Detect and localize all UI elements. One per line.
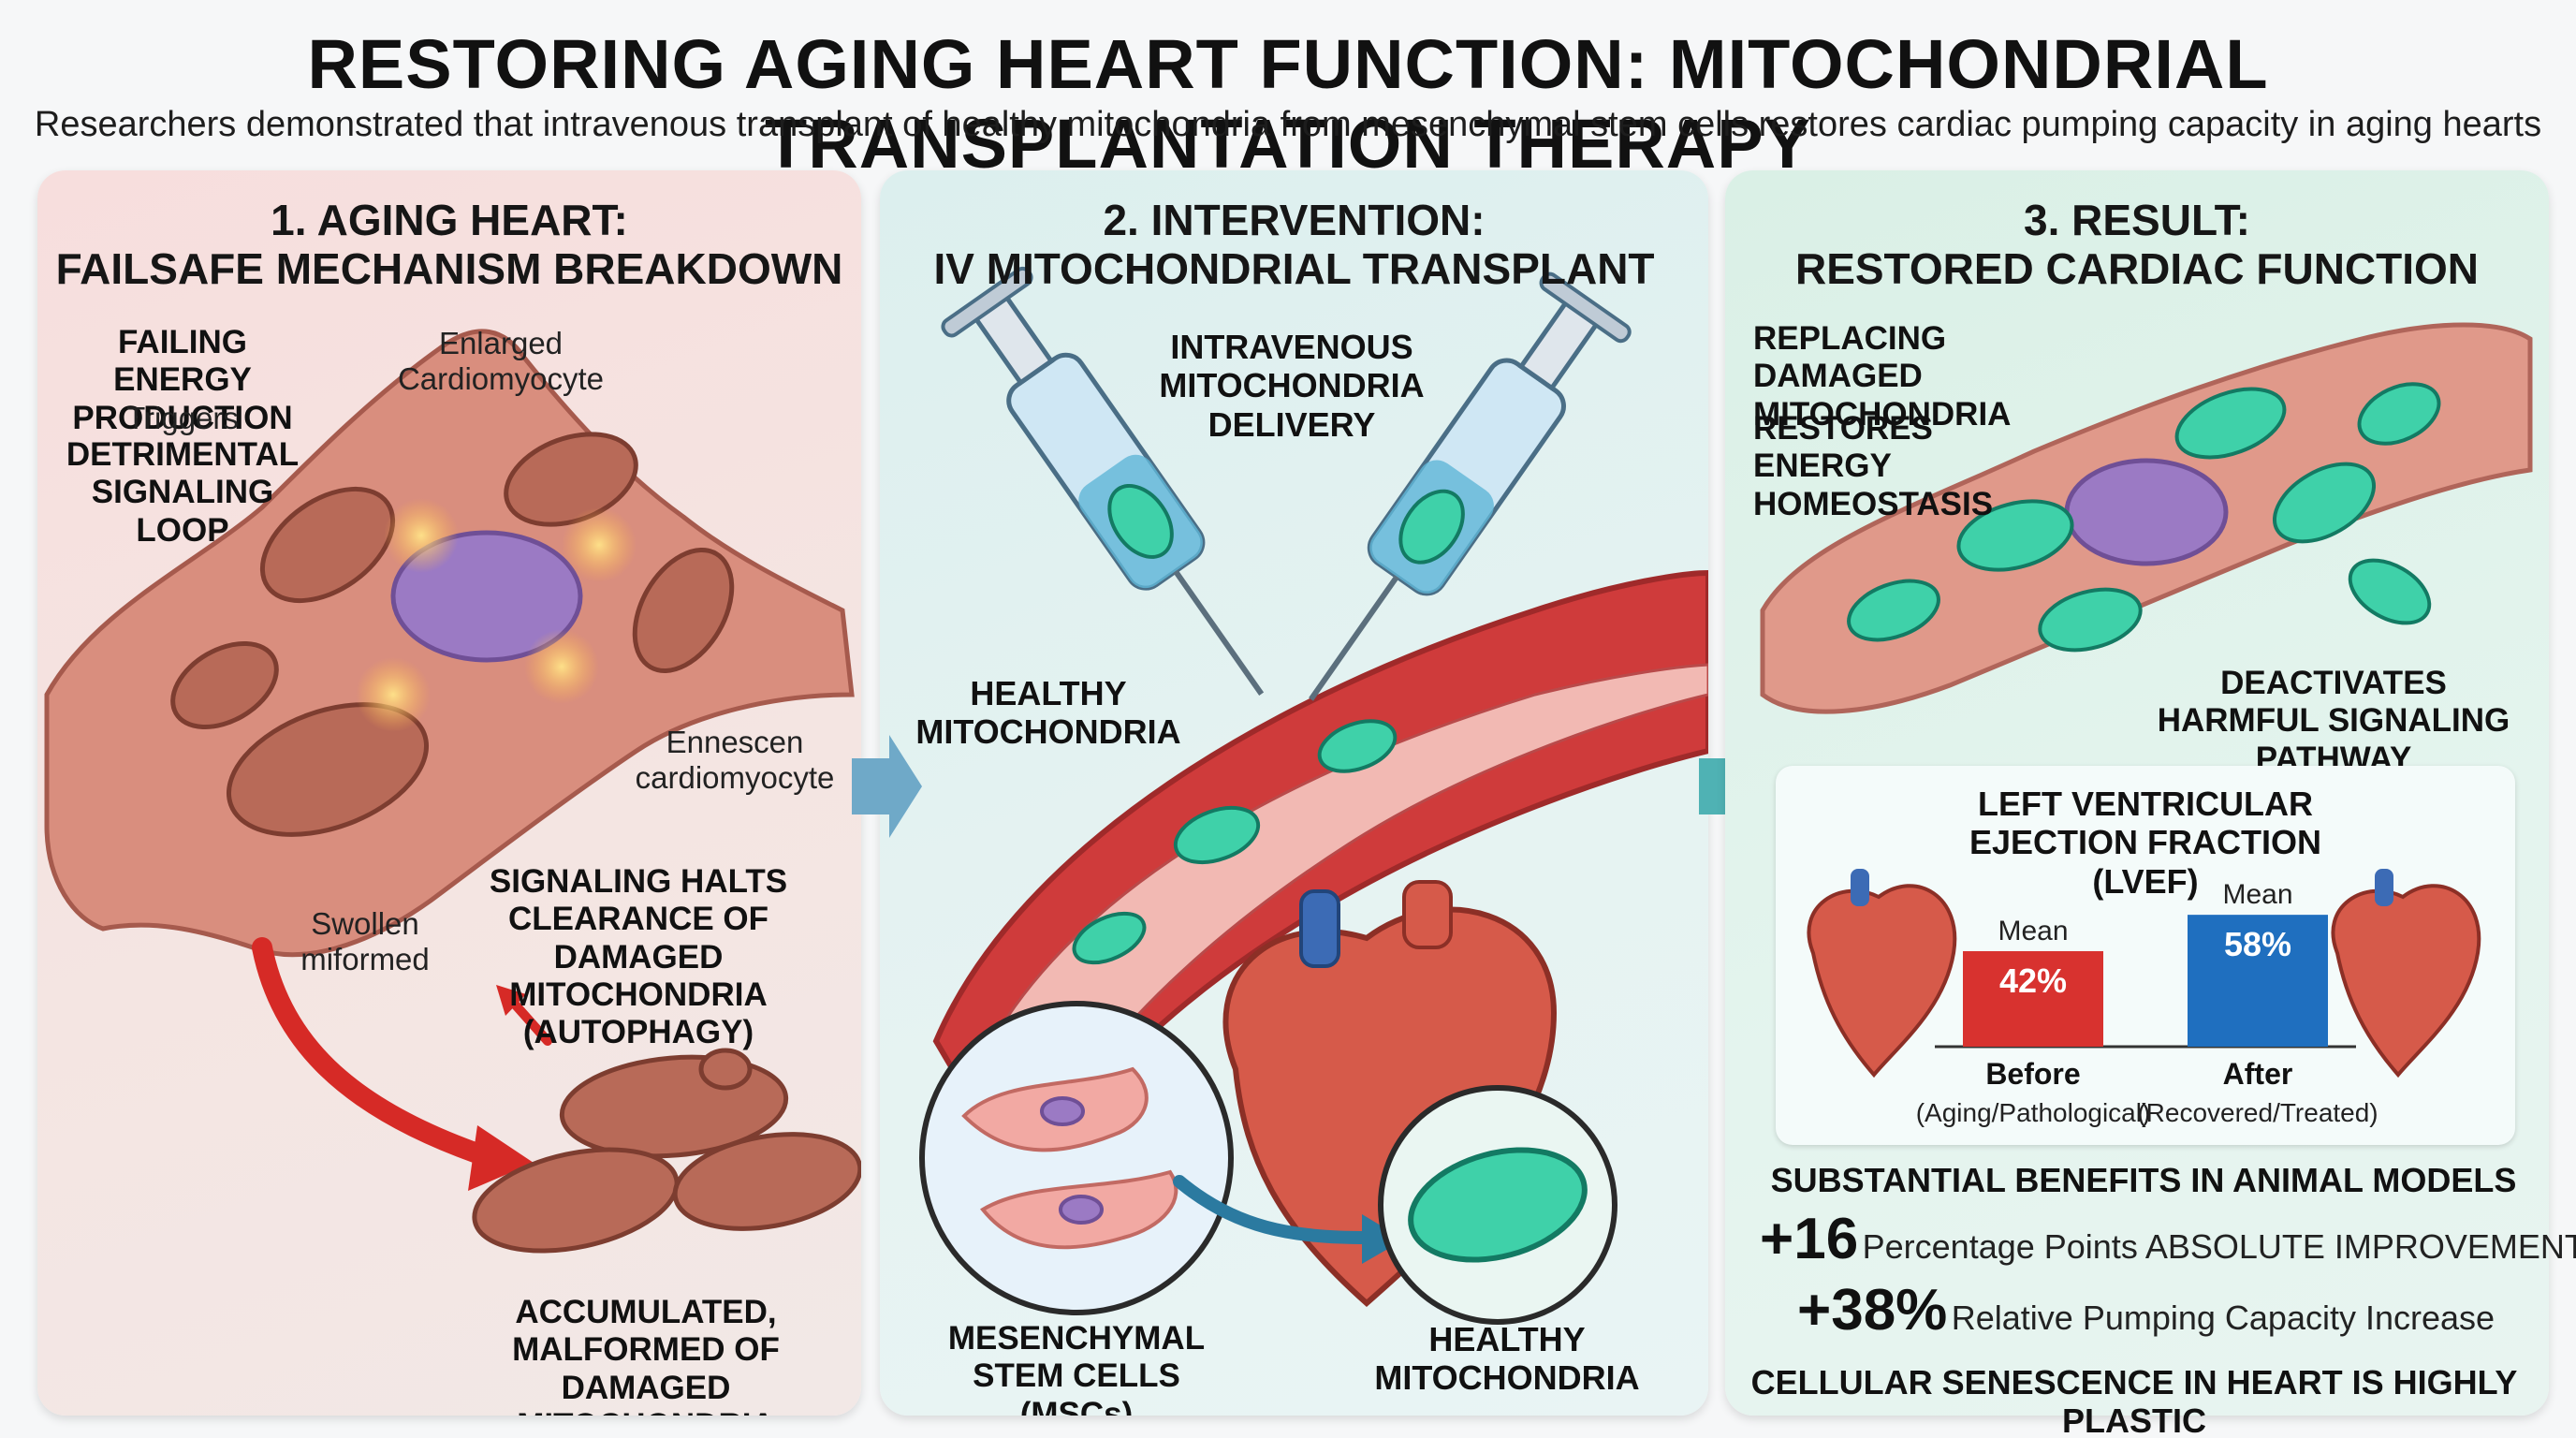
- restores-energy-label: RESTORES ENERGY HOMEOSTASIS: [1753, 410, 1994, 522]
- lvef-bar-header-1: Mean: [2222, 879, 2292, 910]
- intervention-illustration: [919, 266, 1708, 1325]
- panel-intervention: 2. INTERVENTION: IV MITOCHONDRIAL TRANSP…: [880, 170, 1708, 1416]
- senescence-label: CELLULAR SENESCENCE IN HEART IS HIGHLY P…: [1750, 1363, 2518, 1438]
- lvef-value-label-0: 42%: [1999, 961, 2067, 1000]
- restored-cell-illustration: [1760, 322, 2533, 714]
- panel1-title: 1. AGING HEART: FAILSAFE MECHANISM BREAK…: [55, 196, 843, 293]
- lvef-bar-after: [2188, 915, 2328, 1047]
- lvef-chart-title: LEFT VENTRICULAR EJECTION FRACTION (LVEF…: [1969, 785, 2321, 901]
- syringe-left: [941, 266, 1265, 696]
- page-subtitle: Researchers demonstrated that intravenou…: [34, 105, 2542, 144]
- accumulated-mitochondria: [472, 1048, 861, 1254]
- healthy-mitochondria-in-vessel: [1072, 719, 1398, 965]
- healthy-mitochondria-label-1: HEALTHY MITOCHONDRIA: [915, 674, 1181, 752]
- restored-cell-nucleus: [2064, 458, 2229, 566]
- mesenchymal-stem-cells: [961, 1066, 1178, 1250]
- stat2-number: +38%: [1797, 1278, 1948, 1343]
- detrimental-loop-label: DETRIMENTAL SIGNALING LOOP: [66, 436, 300, 549]
- enlarged-cardiomyocyte-label: Enlarged Cardiomyocyte: [397, 326, 605, 396]
- accumulated-label: ACCUMULATED, MALFORMED OF DAMAGED MITOCH…: [512, 1294, 780, 1416]
- signaling-halts-label: SIGNALING HALTS CLEARANCE OF DAMAGED MIT…: [489, 863, 788, 1050]
- swollen-label: Swollen miformed: [300, 906, 430, 976]
- lvef-category-sublabel-0: (Aging/Pathological): [1916, 1098, 2151, 1127]
- lvef-bar-before: [1963, 951, 2103, 1047]
- stat1-text: Percentage Points ABSOLUTE IMPROVEMENT: [1862, 1227, 2576, 1266]
- mscs-label: MESENCHYMAL STEM CELLS (MSCs): [947, 1320, 1206, 1416]
- stat-relative-increase: +38% Relative Pumping Capacity Increase: [1797, 1277, 2495, 1343]
- syringe-right: [1309, 271, 1632, 701]
- replacing-damaged-label: REPLACING DAMAGED MITOCHONDRIA: [1753, 320, 2012, 433]
- page-title: RESTORING AGING HEART FUNCTION: MITOCHON…: [307, 25, 2269, 183]
- triggers-label: Triggers: [126, 401, 239, 435]
- damaged-mitochondria-in-cell: [170, 432, 735, 837]
- healthy-mitochondrion-closeup: [1408, 1147, 1588, 1263]
- stat-absolute-improvement: +16 Percentage Points ABSOLUTE IMPROVEME…: [1760, 1206, 2576, 1272]
- panel2-title: 2. INTERVENTION: IV MITOCHONDRIAL TRANSP…: [933, 196, 1655, 293]
- healthy-mitochondria-in-cell: [1847, 382, 2441, 653]
- degradation-arrow: [252, 937, 488, 1164]
- deactivates-pathway-label: DEACTIVATES HARMFUL SIGNALING PATHWAY: [2157, 665, 2510, 777]
- lvef-category-sublabel-1: (Recovered/Treated): [2137, 1098, 2378, 1127]
- panel-aging-heart: 1. AGING HEART: FAILSAFE MECHANISM BREAK…: [37, 170, 861, 1416]
- benefits-label: SUBSTANTIAL BENEFITS IN ANIMAL MODELS: [1770, 1161, 2517, 1199]
- iv-delivery-label: INTRAVENOUS MITOCHONDRIA DELIVERY: [1159, 328, 1425, 444]
- lvef-bar-header-0: Mean: [1998, 916, 2068, 946]
- lvef-category-label-0: Before: [1985, 1057, 2080, 1091]
- lvef-value-label-1: 58%: [2224, 925, 2291, 963]
- lvef-category-label-1: After: [2223, 1057, 2293, 1091]
- failing-energy-label: FAILING ENERGY PRODUCTION: [72, 324, 293, 436]
- msc-circle: [919, 1001, 1234, 1315]
- stat2-text: Relative Pumping Capacity Increase: [1951, 1299, 2496, 1337]
- arrow-panel1-to-panel2: [852, 735, 922, 838]
- aging-cell-illustration: [44, 329, 861, 1254]
- right-heart-icon: [2331, 869, 2481, 1078]
- healthy-mitochondria-label-2: HEALTHY MITOCHONDRIA: [1374, 1320, 1640, 1398]
- left-heart-icon: [1807, 869, 1957, 1078]
- ennescen-cardiomyocyte-label: Ennescen cardiomyocyte: [635, 725, 835, 795]
- stat1-number: +16: [1760, 1207, 1859, 1271]
- panel3-title: 3. RESULT: RESTORED CARDIAC FUNCTION: [1794, 196, 2480, 293]
- lvef-chart-box: LEFT VENTRICULAR EJECTION FRACTION (LVEF…: [1776, 766, 2515, 1145]
